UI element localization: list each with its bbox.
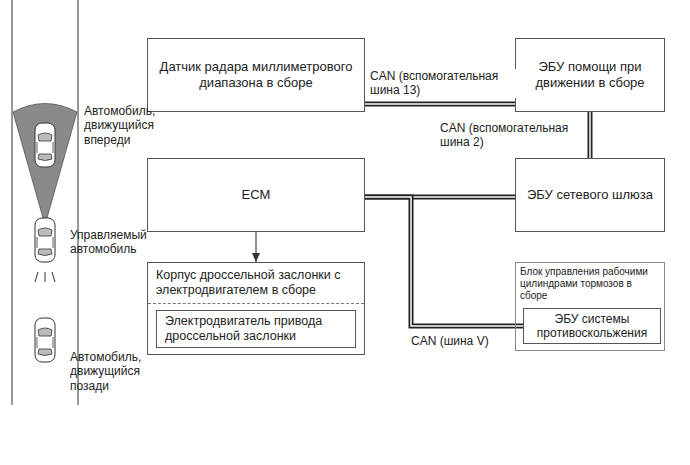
car-rear	[35, 318, 55, 362]
can-bus-line	[365, 104, 515, 105]
bus-label: CAN (вспомогательная шина 13)	[368, 69, 517, 98]
motion-marks	[35, 272, 55, 282]
vehicle-label: Управляемый автомобиль	[70, 228, 146, 257]
road-edge	[12, 0, 13, 405]
bus-label: CAN (шина V)	[409, 334, 491, 348]
vehicle-label: Автомобиль, движущийся впереди	[84, 104, 146, 147]
road-edge	[78, 0, 79, 405]
can-bus-line	[365, 197, 523, 326]
box-text: Блок управления рабочими цилиндрами торм…	[520, 266, 660, 302]
unit-box: Блок управления рабочими цилиндрами торм…	[515, 262, 665, 351]
car-front	[35, 123, 55, 167]
box-text: Корпус дроссельной заслонки с электродви…	[156, 268, 356, 298]
box-text: ЭБУ системы противоскольжения	[527, 312, 657, 341]
unit-box: Корпус дроссельной заслонки с электродви…	[147, 262, 365, 355]
bus-label: CAN (вспомогательная шина 2)	[438, 121, 582, 150]
control-arrow	[256, 232, 257, 262]
component-box: ЭБУ системы противоскольжения	[523, 308, 661, 344]
dashed-separator	[148, 303, 364, 304]
box-text: ECM	[154, 187, 358, 203]
box-text: ЭБУ сетевого шлюза	[522, 187, 658, 203]
vehicle-label: Автомобиль, движущийся позади	[70, 350, 146, 393]
unit-box: Датчик радара миллиметрового диапазона в…	[147, 38, 365, 112]
box-text: Датчик радара миллиметрового диапазона в…	[154, 59, 358, 90]
box-text: ЭБУ помощи при движении в сборе	[522, 59, 658, 90]
can-bus-line	[590, 112, 591, 158]
unit-box: ECM	[147, 158, 365, 232]
radar-beam	[13, 104, 77, 226]
component-box: Электродвигатель привода дроссельной зас…	[156, 310, 356, 348]
unit-box: ЭБУ помощи при движении в сборе	[515, 38, 665, 112]
car-own	[35, 218, 55, 262]
box-text: Электродвигатель привода дроссельной зас…	[165, 314, 347, 344]
unit-box: ЭБУ сетевого шлюза	[515, 158, 665, 232]
